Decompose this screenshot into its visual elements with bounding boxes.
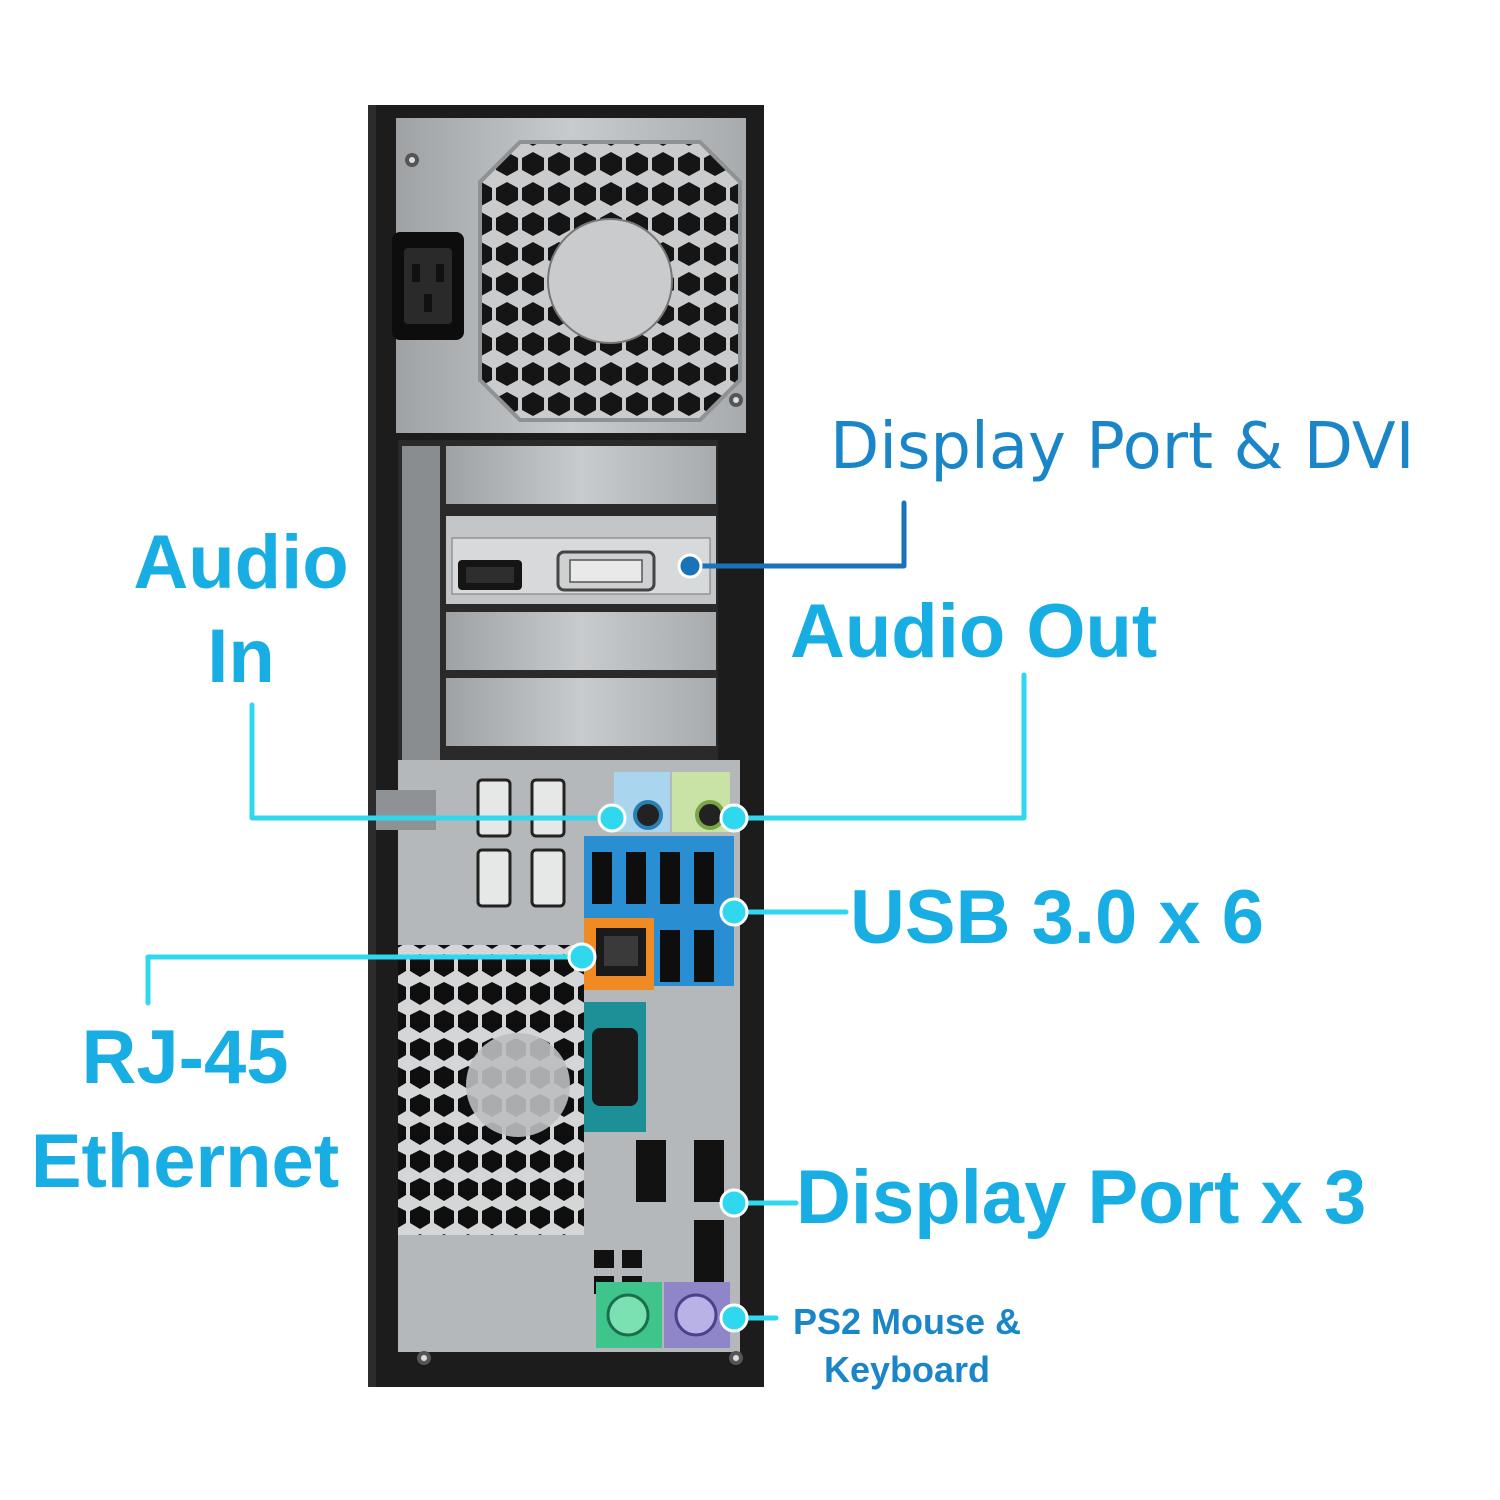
label-ps2-line2: Keyboard xyxy=(823,1349,991,1390)
label-audio-in-line1: Audio xyxy=(133,520,349,605)
label-rj45-line2: Ethernet xyxy=(30,1119,340,1204)
label-rj45-line1: RJ-45 xyxy=(81,1015,289,1100)
callout-dot-display-port-dvi xyxy=(677,553,703,579)
label-audio-out: Audio Out xyxy=(790,589,1158,674)
callout-dot-ps2 xyxy=(719,1303,749,1333)
displayport-block xyxy=(636,1140,724,1282)
usb-port-icon xyxy=(592,852,714,982)
label-usb: USB 3.0 x 6 xyxy=(850,875,1264,960)
label-ps2: PS2 Mouse & Keyboard xyxy=(776,1304,1038,1388)
chassis-edge xyxy=(368,105,376,1387)
callout-line-rj45 xyxy=(145,954,585,1006)
audio-jack-icon xyxy=(633,800,663,830)
callout-dot-display-port-x3 xyxy=(719,1188,749,1218)
callout-line-display-port-dvi xyxy=(687,500,907,569)
label-rj45: RJ-45 Ethernet xyxy=(0,1020,370,1200)
callout-dot-audio-in xyxy=(597,803,627,833)
label-ps2-line1: PS2 Mouse & xyxy=(792,1301,1022,1342)
label-audio-in: Audio In xyxy=(110,525,372,695)
callout-dot-rj45 xyxy=(567,942,597,972)
label-audio-in-line2: In xyxy=(207,614,275,699)
label-display-port-dvi: Display Port & DVI xyxy=(830,410,1415,484)
serial-port-icon xyxy=(592,1028,638,1106)
callout-dot-audio-out xyxy=(719,803,749,833)
callout-dot-usb xyxy=(719,897,749,927)
label-display-port-x3: Display Port x 3 xyxy=(796,1155,1367,1240)
callout-line-audio-out xyxy=(733,672,1027,821)
ps2-port-icon xyxy=(606,1293,650,1337)
callout-line-audio-in xyxy=(249,702,615,821)
